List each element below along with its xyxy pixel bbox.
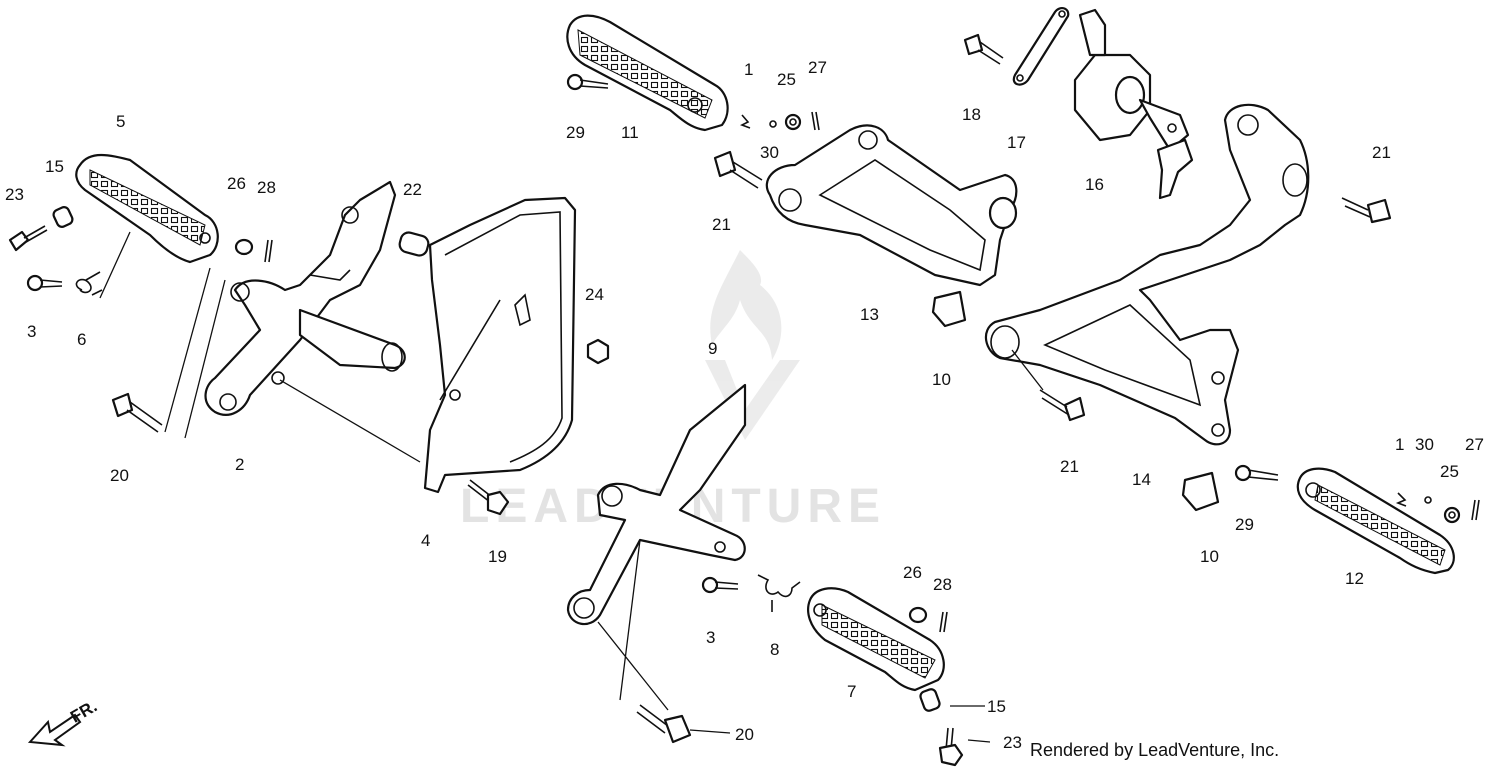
callout-23-lower: 23	[1003, 733, 1022, 752]
callout-22: 22	[403, 180, 422, 199]
bolt-21-right-mid	[1039, 389, 1086, 422]
watermark-logo	[705, 250, 800, 440]
callout-lines	[689, 705, 991, 743]
callout-27-top: 27	[808, 58, 827, 77]
callout-23-left: 23	[5, 185, 24, 204]
bolt-20-left	[111, 392, 163, 433]
callout-28-lower: 28	[933, 575, 952, 594]
spring-6	[75, 271, 103, 296]
plate-10-right	[1181, 471, 1220, 512]
callout-25-top: 25	[777, 70, 796, 89]
direction-arrow-icon	[27, 713, 82, 747]
leader-lines-9	[597, 539, 669, 711]
bracket-2	[204, 180, 406, 416]
callout-15-left: 15	[45, 157, 64, 176]
callout-1-right: 1	[1395, 435, 1404, 454]
callout-9: 9	[708, 339, 717, 358]
callout-12: 12	[1345, 569, 1364, 588]
callout-6: 6	[77, 330, 86, 349]
callout-2: 2	[235, 455, 244, 474]
bracket-13	[765, 124, 1018, 287]
callout-27-right: 27	[1465, 435, 1484, 454]
footpeg-5	[75, 153, 219, 264]
callout-24: 24	[585, 285, 604, 304]
bushing-15-lower	[919, 688, 941, 712]
callout-3-left: 3	[27, 322, 36, 341]
callout-29-right: 29	[1235, 515, 1254, 534]
callout-20-left: 20	[110, 466, 129, 485]
collar-22	[398, 231, 430, 257]
callout-4: 4	[421, 531, 430, 550]
callout-10-right: 10	[1200, 547, 1219, 566]
callout-14: 14	[1132, 470, 1151, 489]
spring-1-right	[1395, 492, 1407, 507]
spring-1-top	[740, 114, 751, 129]
callout-21-right-top: 21	[1372, 143, 1391, 162]
callout-30-top: 30	[760, 143, 779, 162]
pin-29-right	[1234, 464, 1279, 482]
leader-line-14	[1011, 349, 1044, 391]
callout-16: 16	[1085, 175, 1104, 194]
footpeg-7	[807, 587, 945, 692]
callout-7: 7	[847, 682, 856, 701]
washer-30-top	[769, 120, 777, 128]
leader-line-2	[279, 379, 421, 463]
callout-19: 19	[488, 547, 507, 566]
washer-25-top	[784, 113, 802, 131]
washer-26-left	[234, 238, 254, 256]
callout-21-right-mid: 21	[1060, 457, 1079, 476]
pin-3-lower	[701, 576, 739, 594]
callout-numbers: 5 15 23 3 6 20 26 28 22 2 24 4 19 29 11 …	[5, 58, 1484, 752]
cotter-28-lower	[939, 611, 948, 633]
callout-5: 5	[116, 112, 125, 131]
callout-11: 11	[621, 123, 639, 142]
plate-10-top	[931, 290, 967, 328]
callout-8: 8	[770, 640, 779, 659]
bolt-23-left	[8, 225, 48, 252]
callout-17: 17	[1007, 133, 1026, 152]
bushing-15-left	[52, 206, 74, 228]
callout-26-left: 26	[227, 174, 246, 193]
bolt-18	[963, 33, 1004, 65]
cotter-27-top	[811, 111, 820, 131]
callout-28-left: 28	[257, 178, 276, 197]
bracket-9	[566, 383, 747, 626]
lock-16	[1073, 8, 1194, 200]
bolt-20-lower	[636, 704, 692, 744]
bolt-19	[467, 479, 510, 516]
spring-8	[757, 574, 801, 612]
bolt-21-right-top	[1341, 197, 1392, 224]
nut-24	[586, 338, 610, 365]
bolt-21-top-left	[713, 150, 763, 189]
callout-25-right: 25	[1440, 462, 1459, 481]
bracket-14	[984, 103, 1310, 446]
callout-15-lower: 15	[987, 697, 1006, 716]
cotter-28-left	[264, 239, 273, 263]
callout-10-top: 10	[932, 370, 951, 389]
footpeg-11	[566, 14, 729, 132]
washer-25-right	[1443, 506, 1461, 524]
callout-30-right: 30	[1415, 435, 1434, 454]
pin-29-top	[566, 73, 609, 91]
callout-18: 18	[962, 105, 981, 124]
pin-3-left	[26, 274, 63, 292]
callout-29-top: 29	[566, 123, 585, 142]
callout-3-lower: 3	[706, 628, 715, 647]
cotter-27-right	[1471, 499, 1480, 521]
credit-text: Rendered by LeadVenture, Inc.	[1030, 740, 1280, 760]
bolt-23-lower	[938, 727, 964, 767]
callout-26-lower: 26	[903, 563, 922, 582]
washer-30-right	[1424, 496, 1432, 504]
link-17	[1012, 6, 1070, 86]
callout-13: 13	[860, 305, 879, 324]
callout-21-top-left: 21	[712, 215, 731, 234]
washer-26-lower	[908, 606, 928, 624]
footpeg-12	[1296, 467, 1455, 575]
callout-20-lower: 20	[735, 725, 754, 744]
leader-lines-5	[99, 231, 226, 439]
callout-1-top: 1	[744, 60, 753, 79]
heel-guard-4	[423, 196, 577, 494]
